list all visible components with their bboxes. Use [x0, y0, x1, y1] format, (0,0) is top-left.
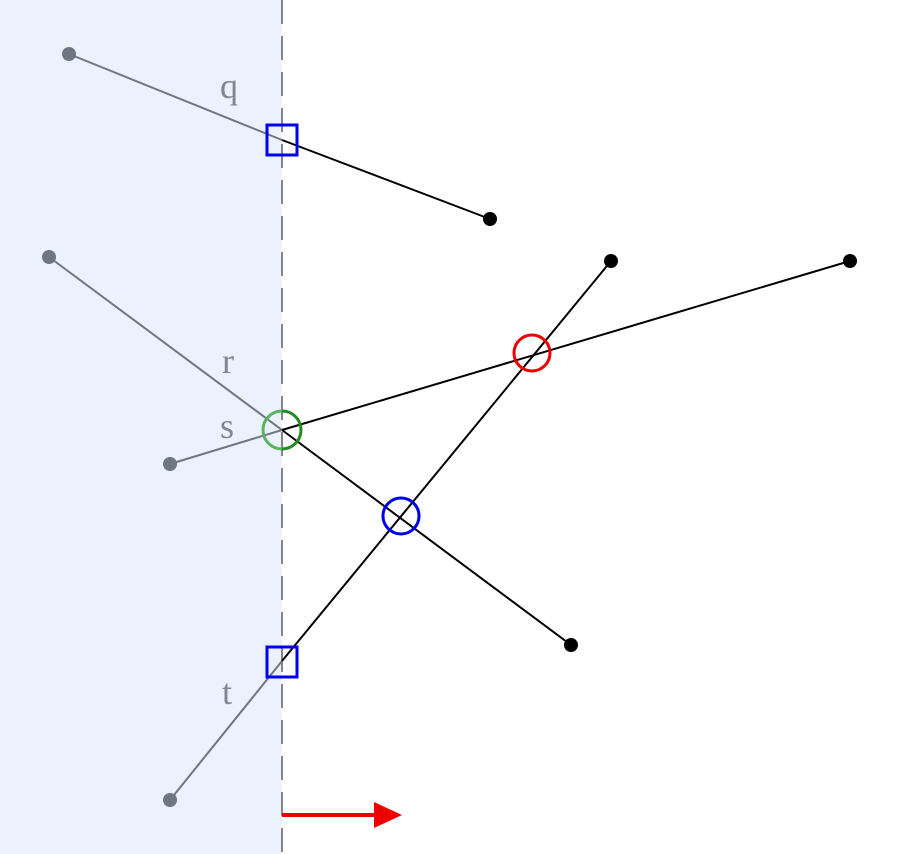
segment-s-left-endpoint: [163, 457, 177, 471]
intersection-s-t-marker: [512, 333, 552, 373]
segment-q-processed: [68, 53, 283, 141]
segment-r-active: [281, 429, 572, 646]
segment-s-right-endpoint: [843, 254, 857, 268]
segment-q-active: [281, 139, 491, 220]
label-r: r: [222, 341, 234, 381]
segment-t-processed: [169, 660, 283, 801]
segment-t-right-endpoint: [604, 254, 618, 268]
sweep-crossing-q-marker: [265, 123, 299, 157]
label-q: q: [220, 66, 238, 106]
segment-t-active: [281, 260, 612, 662]
intersection-r-s-marker: [261, 409, 283, 451]
sweep-crossing-t-marker: [265, 645, 299, 679]
segment-q-right-endpoint: [483, 212, 497, 226]
label-s: s: [220, 406, 234, 446]
segment-r-processed: [48, 256, 283, 431]
intersection-r-s-marker-right: [281, 409, 303, 451]
segment-s-active: [281, 260, 851, 431]
segment-t-left-endpoint: [163, 793, 177, 807]
label-t: t: [222, 672, 232, 712]
segment-r-left-endpoint: [42, 250, 56, 264]
intersection-r-t-marker: [381, 496, 421, 536]
sweep-direction-arrow-head: [374, 802, 402, 828]
swept-region: [0, 0, 282, 854]
segment-r-right-endpoint: [564, 638, 578, 652]
segment-q-left-endpoint: [62, 47, 76, 61]
